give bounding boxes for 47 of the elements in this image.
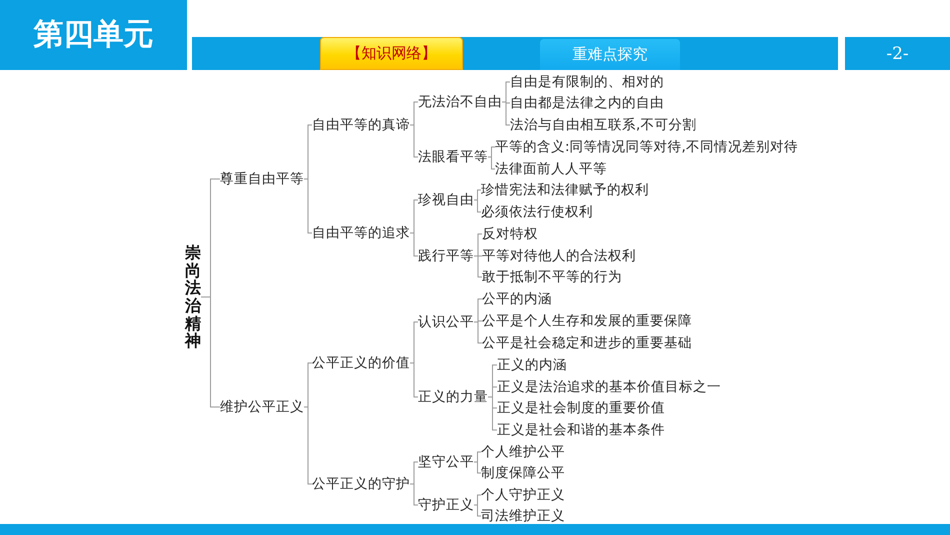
branch-topic: 无法治不自由 — [418, 93, 502, 111]
leaf-topic: 正义是社会和谐的基本条件 — [497, 421, 665, 439]
leaf-topic: 个人守护正义 — [481, 486, 565, 504]
branch-topic: 维护公平正义 — [220, 398, 304, 416]
branch-topic: 珍视自由 — [418, 191, 474, 209]
tab: 重难点探究 — [540, 39, 680, 70]
leaf-topic: 反对特权 — [482, 225, 538, 243]
leaf-topic: 正义的内涵 — [497, 356, 567, 374]
connector-line — [200, 296, 220, 408]
leaf-topic: 个人维护公平 — [481, 443, 565, 461]
leaf-topic: 正义是社会制度的重要价值 — [497, 399, 665, 417]
connector-line — [488, 156, 496, 170]
leaf-topic: 公平是社会稳定和进步的重要基础 — [482, 334, 692, 352]
leaf-topic: 珍惜宪法和法律赋予的权利 — [481, 181, 649, 199]
connector-line — [488, 396, 498, 430]
leaf-topic: 平等的含义:同等情况同等对待,不同情况差别对待 — [495, 138, 798, 156]
branch-topic: 正义的力量 — [418, 388, 488, 406]
active-tab: 【知识网络】 — [320, 37, 463, 70]
leaf-topic: 敢于抵制不平等的行为 — [482, 268, 622, 286]
root-topic: 崇尚法治精神 — [185, 244, 201, 350]
leaf-topic: 法治与自由相互联系,不可分割 — [510, 116, 696, 134]
leaf-topic: 公平是个人生存和发展的重要保障 — [482, 312, 692, 330]
branch-topic: 公平正义的价值 — [312, 354, 410, 372]
branch-topic: 自由平等的真谛 — [312, 116, 410, 134]
connector-line — [410, 362, 418, 398]
branch-topic: 坚守公平 — [418, 453, 474, 471]
branch-topic: 法眼看平等 — [418, 148, 488, 166]
leaf-topic: 自由都是法律之内的自由 — [510, 94, 664, 112]
leaf-topic: 平等对待他人的合法权利 — [482, 247, 636, 265]
connector-line — [474, 200, 482, 212]
unit-title: 第四单元 — [34, 17, 154, 53]
leaf-topic: 必须依法行使权利 — [481, 203, 593, 221]
connector-line — [474, 462, 482, 474]
branch-topic: 认识公平 — [418, 313, 474, 331]
branch-topic: 尊重自由平等 — [220, 170, 304, 188]
connector-line — [474, 504, 482, 516]
leaf-topic: 司法维护正义 — [481, 507, 565, 525]
leaf-topic: 正义是法治追求的基本价值目标之一 — [497, 378, 721, 396]
leaf-topic: 公平的内涵 — [482, 290, 552, 308]
page-number: -2- — [886, 44, 909, 64]
leaf-topic: 制度保障公平 — [481, 464, 565, 482]
branch-topic: 践行平等 — [418, 247, 474, 265]
leaf-topic: 法律面前人人平等 — [495, 160, 607, 178]
leaf-topic: 自由是有限制的、相对的 — [510, 73, 664, 91]
branch-topic: 自由平等的追求 — [312, 224, 410, 242]
branch-topic: 公平正义的守护 — [312, 475, 410, 493]
branch-topic: 守护正义 — [418, 496, 474, 514]
